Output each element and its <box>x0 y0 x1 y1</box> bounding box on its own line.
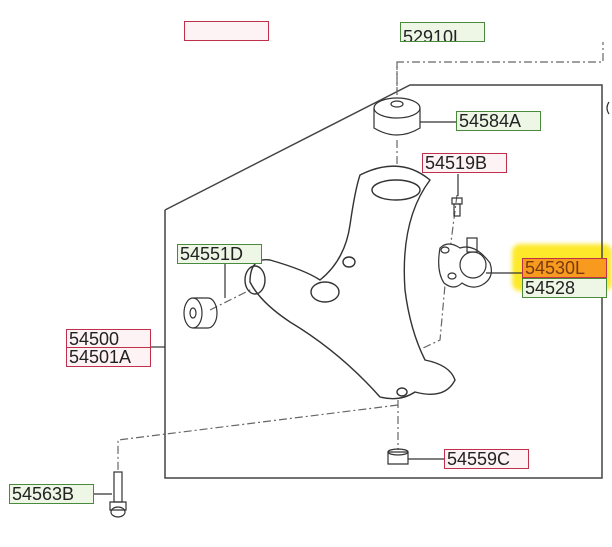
part-label-54501A[interactable]: 54501A <box>66 347 151 367</box>
part-label-54530L[interactable]: 54530L <box>522 258 607 278</box>
ball-joint-54530L <box>438 237 522 288</box>
part-label-54584A[interactable]: 54584A <box>456 111 541 131</box>
bushing-54584A <box>373 97 456 136</box>
part-label-54559C[interactable]: 54559C <box>444 449 529 469</box>
frame-bracket <box>606 101 610 115</box>
part-label-54551D[interactable]: 54551D <box>177 244 262 264</box>
part-label-54519B[interactable]: 54519B <box>422 153 507 173</box>
part-label-54528[interactable]: 54528 <box>522 278 607 298</box>
part-label-54563B[interactable]: 54563B <box>9 484 94 504</box>
bolt-54519B <box>451 174 463 217</box>
bushing-54551D <box>183 264 226 329</box>
nut-54559C <box>387 448 444 465</box>
part-label-partial[interactable] <box>184 21 269 41</box>
bolt-54563B <box>94 471 127 518</box>
control-arm <box>244 165 456 400</box>
part-label-52910[interactable]: 52910L <box>400 22 485 42</box>
part-label-54500[interactable]: 54500 <box>66 329 151 348</box>
